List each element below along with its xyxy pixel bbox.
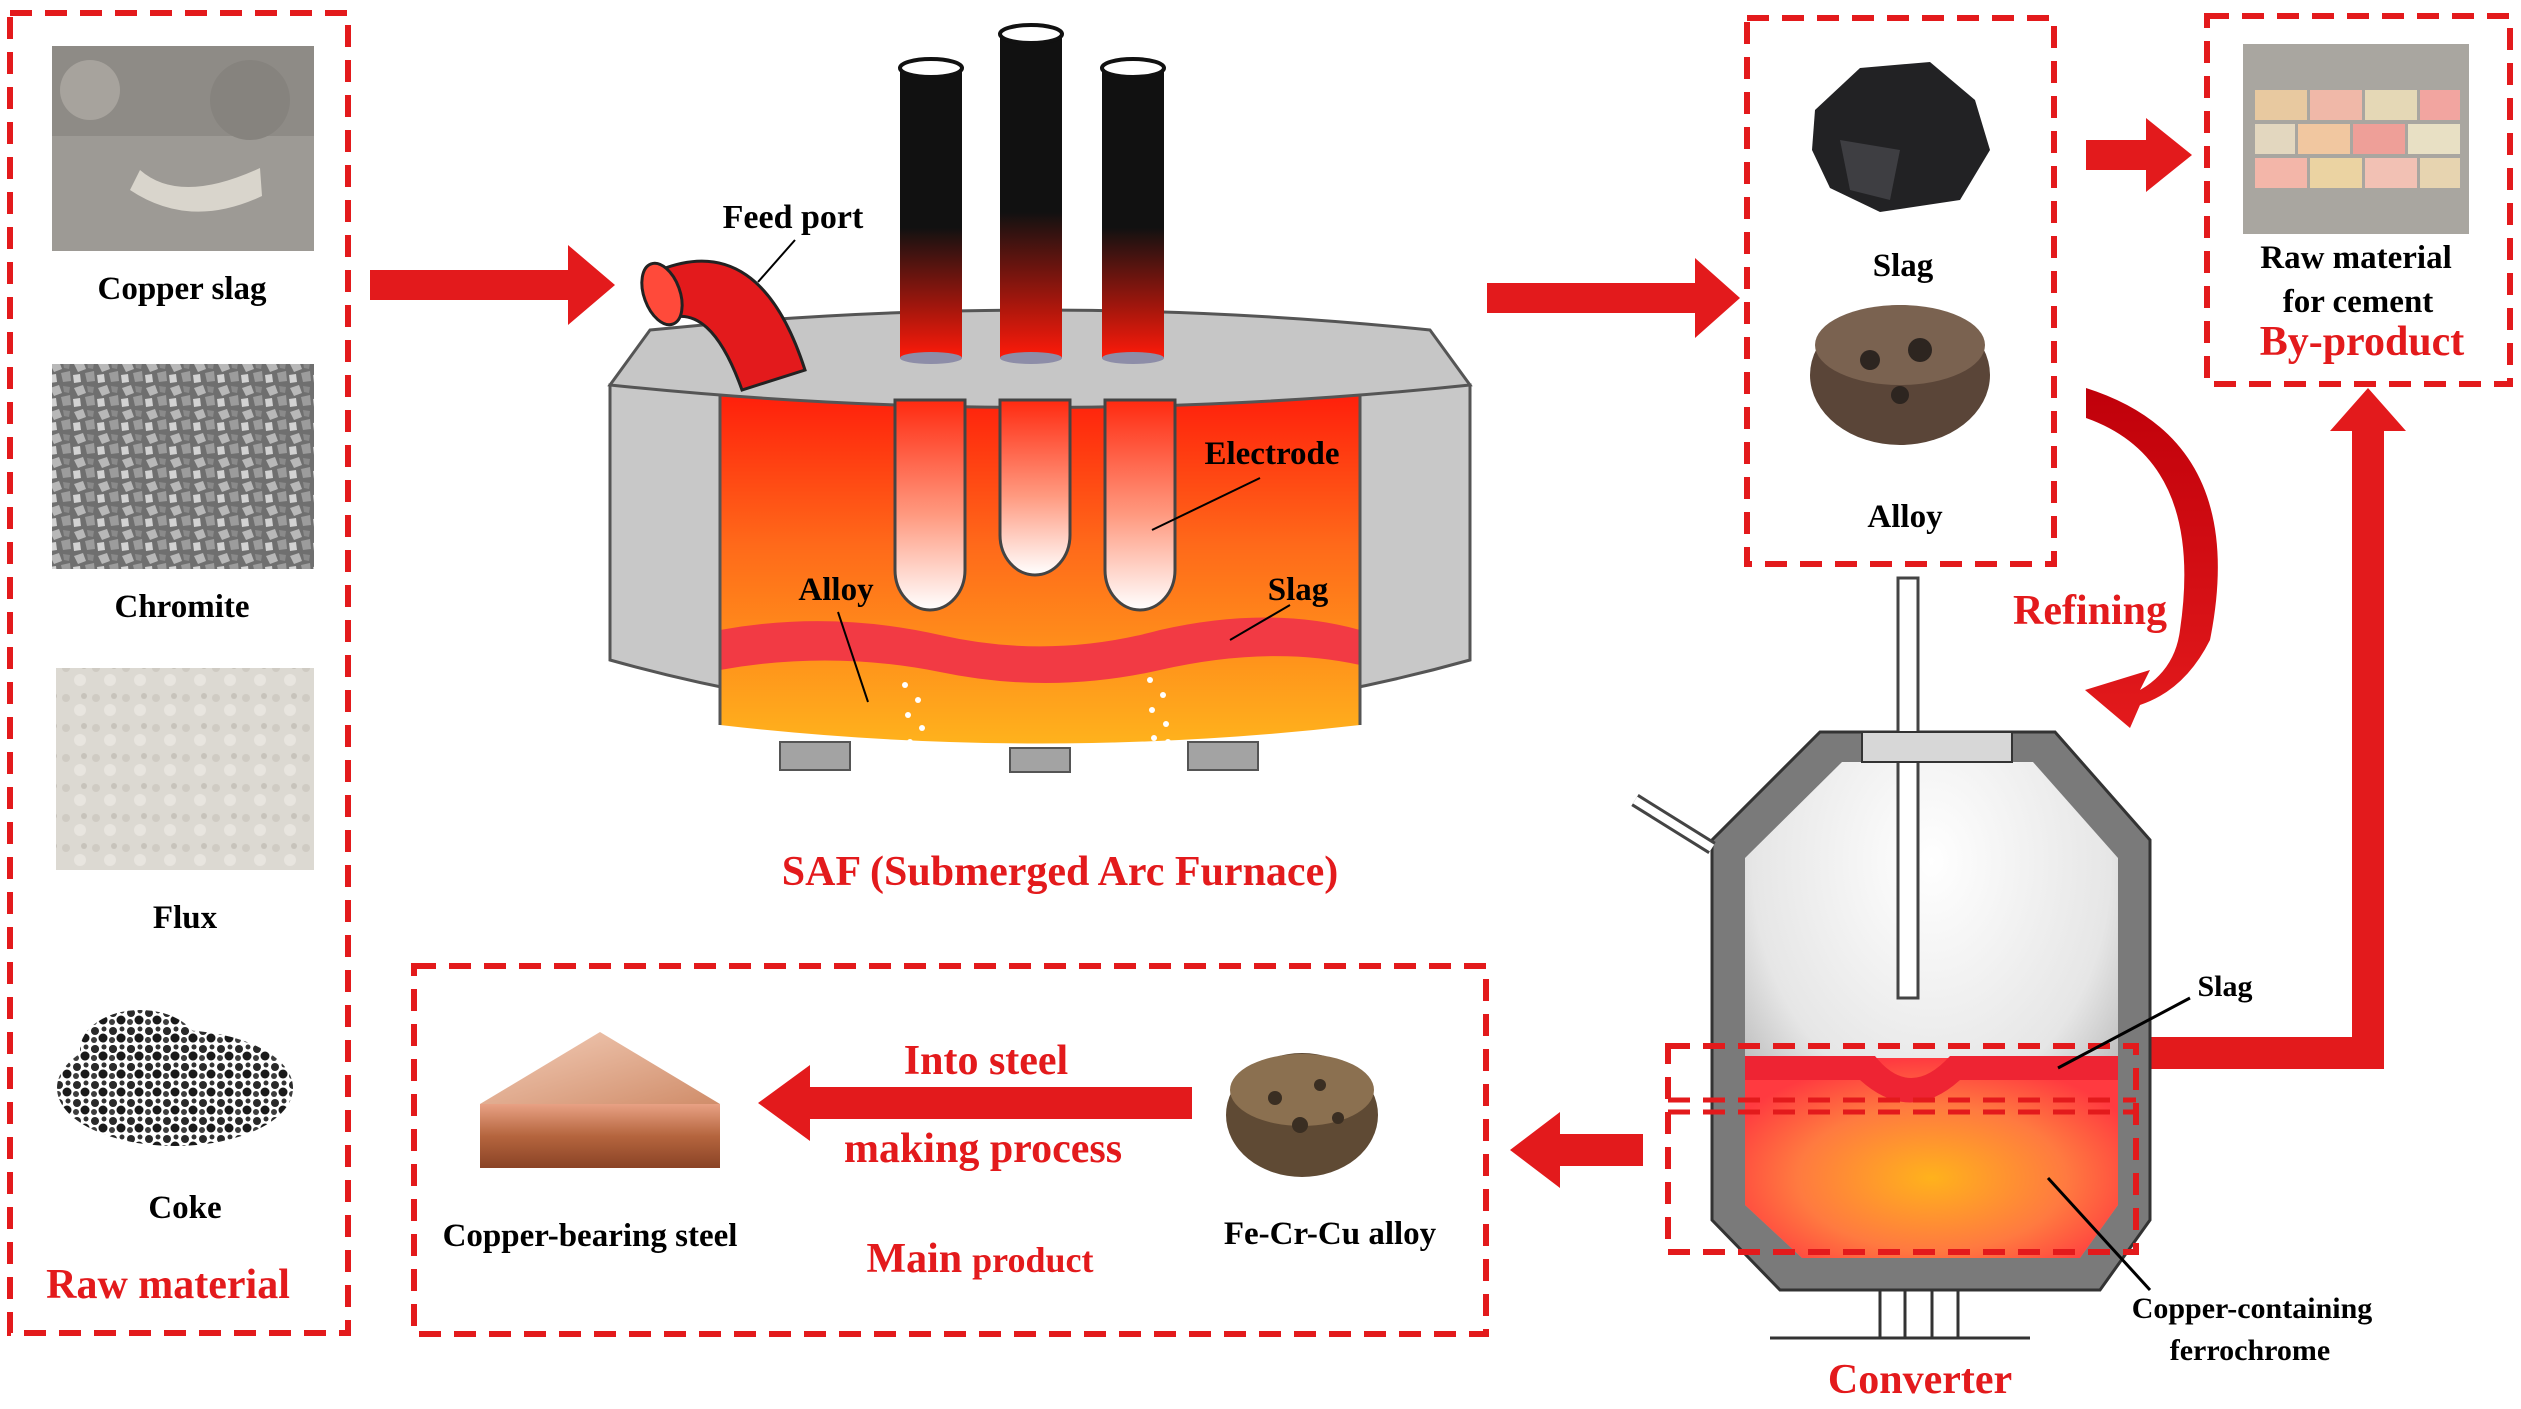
converter-highlight-frame bbox=[1665, 1043, 2139, 1255]
chromite-image bbox=[52, 364, 314, 569]
fe-cr-cu-alloy-image bbox=[1226, 1053, 1378, 1177]
refining-label: Refining bbox=[2013, 588, 2167, 634]
furnace-slag-layer bbox=[720, 617, 1360, 684]
oxygen-lance bbox=[1896, 576, 1920, 1000]
furnace-foot bbox=[1187, 741, 1259, 771]
converter-title: Converter bbox=[1828, 1357, 2012, 1403]
arrow-converter-to-main bbox=[1510, 1112, 1643, 1188]
main-arrow-label-line2: making process bbox=[844, 1126, 1122, 1172]
saf-feed-port-label: Feed port bbox=[723, 199, 864, 236]
saf-furnace: Feed port Electrode Alloy Slag bbox=[607, 23, 1473, 773]
byproduct-label-line2: for cement bbox=[2283, 284, 2434, 320]
copper-bearing-steel-image bbox=[480, 1032, 720, 1168]
electrode-rod bbox=[900, 68, 962, 358]
converter-metal-label-line1: Copper-containing bbox=[2132, 1292, 2373, 1325]
refining-arrow bbox=[2085, 388, 2218, 728]
raw-material-item-label: Coke bbox=[148, 1190, 221, 1226]
products-slag-label: Slag bbox=[1873, 248, 1934, 284]
raw-material-title: Raw material bbox=[46, 1262, 290, 1308]
electrode-tip bbox=[998, 398, 1072, 577]
arrow-raw-to-saf bbox=[370, 245, 615, 325]
furnace-foot bbox=[779, 741, 851, 771]
saf-products-frame bbox=[1744, 15, 2057, 567]
converter-stand bbox=[1878, 1288, 1960, 1340]
main-product-panel: Copper-bearing steel Into steel making p… bbox=[411, 963, 1489, 1337]
converter-slag-label: Slag bbox=[2197, 970, 2252, 1003]
converter-metal-label-line2: ferrochrome bbox=[2170, 1334, 2330, 1367]
electrode-tip bbox=[1103, 398, 1177, 612]
byproduct-title: By-product bbox=[2260, 319, 2465, 365]
copper-slag-image bbox=[52, 46, 314, 251]
arrow-converter-to-byproduct bbox=[2150, 388, 2406, 1069]
electrode-rod bbox=[1102, 68, 1164, 358]
coke-image bbox=[57, 1010, 293, 1146]
saf-alloy-label: Alloy bbox=[798, 572, 874, 608]
byproduct-label-line1: Raw material bbox=[2260, 240, 2452, 276]
slag-sample-image bbox=[1812, 62, 1990, 212]
arrow-alloy-to-steel bbox=[758, 1065, 1192, 1141]
main-product-title-rest: product bbox=[972, 1240, 1093, 1280]
raw-material-item-label: Copper slag bbox=[98, 271, 267, 307]
raw-material-item-label: Flux bbox=[153, 900, 218, 936]
saf-products-panel: Slag Alloy bbox=[1744, 15, 2057, 567]
converter-slag-layer bbox=[1745, 1056, 2118, 1103]
products-alloy-label: Alloy bbox=[1867, 499, 1943, 535]
byproduct-panel: Raw material for cement By-product bbox=[2204, 13, 2513, 387]
saf-electrode-label: Electrode bbox=[1204, 436, 1339, 472]
main-product-frame bbox=[411, 963, 1489, 1337]
furnace-foot bbox=[1009, 747, 1071, 773]
gas-bubbles bbox=[902, 677, 1171, 748]
converter: Slag Copper-containing ferrochrome Conve… bbox=[1631, 576, 2373, 1403]
flux-image bbox=[56, 668, 314, 870]
electrode-rod bbox=[1000, 34, 1062, 358]
converter-molten-metal bbox=[1745, 1058, 2118, 1258]
main-alloy-label: Fe-Cr-Cu alloy bbox=[1224, 1216, 1437, 1252]
main-product-title-main: Main bbox=[866, 1236, 962, 1282]
raw-material-item-label: Chromite bbox=[114, 589, 249, 625]
saf-slag-label: Slag bbox=[1268, 572, 1329, 608]
cement-bricks-image bbox=[2243, 44, 2469, 234]
raw-material-panel: Copper slag Chromite Flux Coke Raw mater… bbox=[7, 10, 351, 1336]
raw-material-frame bbox=[7, 10, 351, 1336]
electrode-tip bbox=[893, 398, 967, 612]
arrow-saf-to-products bbox=[1487, 258, 1740, 338]
main-arrow-label-line1: Into steel bbox=[904, 1038, 1068, 1084]
byproduct-frame bbox=[2204, 13, 2513, 387]
arrow-slag-to-byproduct bbox=[2086, 118, 2192, 192]
feed-port-pipe bbox=[658, 259, 807, 392]
main-steel-label: Copper-bearing steel bbox=[443, 1218, 738, 1254]
saf-title: SAF (Submerged Arc Furnace) bbox=[782, 849, 1338, 895]
